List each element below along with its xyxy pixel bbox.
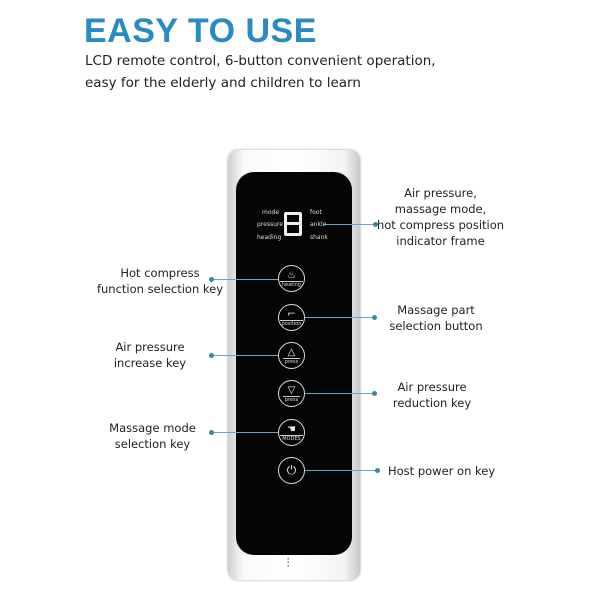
label-pressure-up: Air pressure increase key [100, 339, 200, 371]
label-hot-compress: Hot compress function selection key [95, 265, 225, 297]
label-line: Hot compress [120, 266, 200, 280]
lcd-label-foot: foot [310, 209, 322, 216]
leader-dot-hot-compress [209, 277, 214, 282]
lcd-label-ankle: ankle [310, 221, 327, 228]
leader-dot-massage-part [372, 315, 377, 320]
leader-line-pressure-down [305, 393, 375, 394]
lcd-label-shank: shank [310, 234, 328, 241]
leader-dot-pressure-up [209, 353, 214, 358]
label-indicator-frame: Air pressure, massage mode, hot compress… [373, 185, 508, 249]
leader-dot-indicator [373, 222, 378, 227]
label-line: reduction key [392, 396, 472, 410]
massage-part-button[interactable]: ⌐position [278, 304, 305, 331]
subtitle-line-2: easy for the elderly and children to lea… [85, 75, 361, 91]
label-massage-mode: Massage mode selection key [100, 420, 205, 452]
label-line: Air pressure [397, 380, 467, 394]
label-line: increase key [113, 356, 187, 370]
power-icon: ⏻ [286, 463, 297, 477]
leader-dot-massage-mode [209, 430, 214, 435]
leader-line-hot-compress [212, 279, 278, 280]
lcd-label-pressure: pressure [257, 221, 283, 228]
lcd-digit-display [284, 212, 302, 236]
label-line: massage mode, [394, 202, 487, 216]
lcd-label-heading: heading [257, 234, 282, 241]
label-line: selection button [389, 319, 483, 333]
subtitle-line-1: LCD remote control, 6-button convenient … [85, 53, 436, 69]
leader-line-massage-part [305, 317, 375, 318]
label-line: function selection key [96, 282, 224, 296]
label-line: Air pressure, [404, 186, 477, 200]
leader-line-pressure-up [212, 355, 278, 356]
pressure-increase-button[interactable]: △press [278, 342, 305, 369]
label-line: indicator frame [396, 234, 485, 248]
hot-compress-button[interactable]: ♨heating [278, 265, 305, 292]
leader-line-indicator [324, 224, 376, 225]
brand-logo-icon: ⁝ [286, 555, 291, 571]
pressure-down-icon: ▽ [287, 384, 296, 396]
label-line: Massage part [397, 303, 475, 317]
label-massage-part: Massage part selection button [386, 302, 486, 334]
power-button[interactable]: ⏻ [278, 457, 305, 484]
leader-line-power [305, 470, 377, 471]
button-caption: press [282, 395, 301, 403]
label-line: Massage mode [109, 421, 196, 435]
button-caption: heating [279, 280, 303, 288]
heating-icon: ♨ [287, 269, 296, 281]
leader-dot-pressure-down [372, 391, 377, 396]
leader-dot-power [375, 468, 380, 473]
button-caption: position [279, 319, 304, 327]
pressure-decrease-button[interactable]: ▽press [278, 380, 305, 407]
leader-line-massage-mode [212, 432, 278, 433]
label-line: selection key [114, 437, 191, 451]
button-caption: press [282, 357, 301, 365]
page-title: EASY TO USE [84, 12, 317, 50]
button-caption-modes: MODES [280, 434, 303, 442]
massage-mode-button[interactable]: ☚MODES [278, 419, 305, 446]
pressure-up-icon: △ [287, 346, 296, 358]
label-line: hot compress position [376, 218, 505, 232]
label-pressure-down: Air pressure reduction key [382, 379, 482, 411]
position-icon: ⌐ [287, 308, 296, 320]
label-line: Air pressure [115, 340, 185, 354]
mode-icon: ☚ [287, 423, 296, 435]
lcd-label-mode: mode [262, 209, 280, 216]
label-power: Host power on key [388, 464, 496, 478]
